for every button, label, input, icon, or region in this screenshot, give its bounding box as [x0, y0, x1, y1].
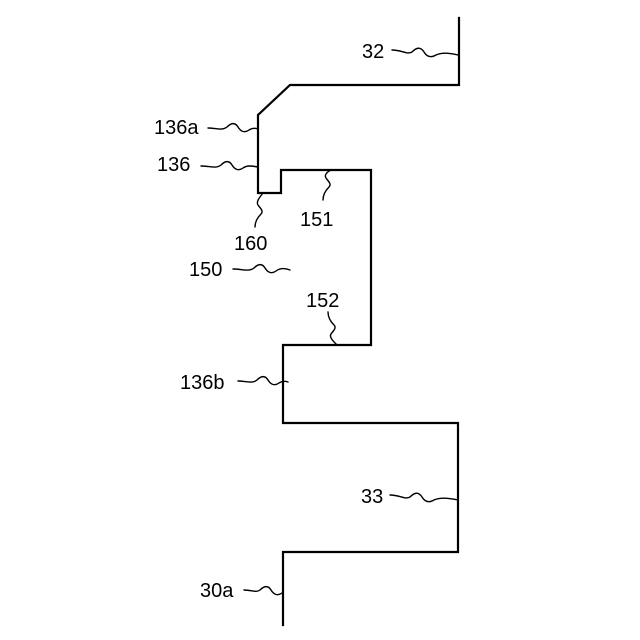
- leader-30a: [244, 587, 282, 595]
- ref-label-160: 160: [234, 233, 267, 255]
- leader-136a: [208, 124, 258, 132]
- ref-label-136b: 136b: [180, 372, 225, 394]
- leader-33: [390, 493, 458, 501]
- leader-136b: [238, 377, 288, 385]
- leader-32: [392, 48, 458, 56]
- ref-label-152: 152: [306, 290, 339, 312]
- ref-label-150: 150: [189, 259, 222, 281]
- ref-label-151: 151: [300, 209, 333, 231]
- leader-160: [255, 193, 263, 227]
- profile-outline: [258, 18, 459, 625]
- leader-152: [328, 312, 337, 345]
- ref-label-136a: 136a: [154, 117, 199, 139]
- leader-151: [323, 170, 331, 200]
- leader-136: [201, 162, 258, 170]
- ref-label-136: 136: [157, 154, 190, 176]
- ref-label-32: 32: [362, 41, 384, 63]
- ref-label-30a: 30a: [200, 580, 234, 602]
- leader-150: [233, 265, 290, 273]
- ref-label-33: 33: [361, 486, 383, 508]
